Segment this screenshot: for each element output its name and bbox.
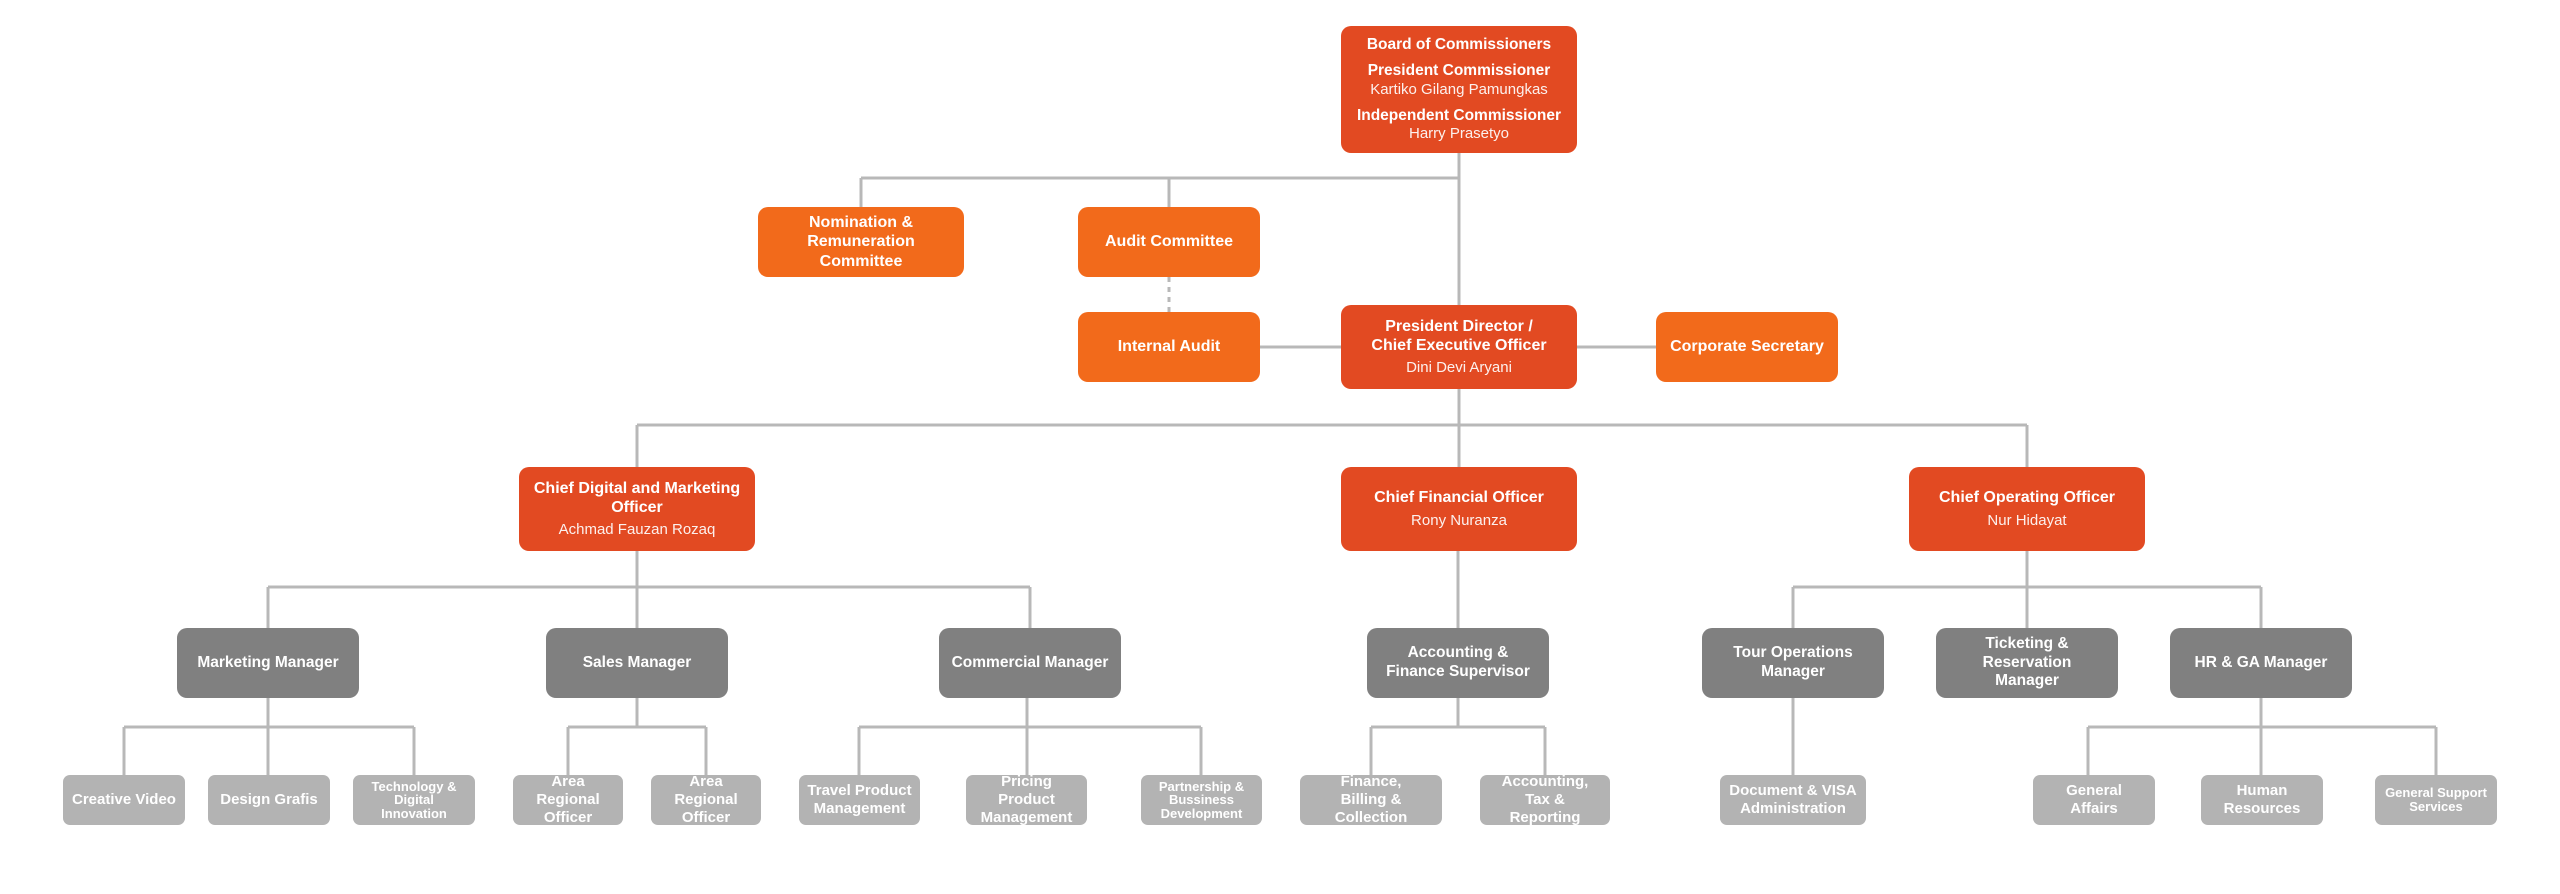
- unit-document-visa-administration-label: Document & VISA Administration: [1729, 782, 1857, 817]
- unit-general-support-services-label: General Support Services: [2385, 785, 2487, 814]
- accounting-finance-supervisor-label: Accounting & Finance Supervisor: [1386, 644, 1530, 680]
- sales-manager-label: Sales Manager: [582, 653, 692, 671]
- coo-title: Chief Operating Officer: [1938, 489, 2116, 507]
- hr-ga-manager: HR & GA Manager: [2170, 628, 2352, 698]
- marketing-manager-label: Marketing Manager: [197, 653, 339, 671]
- president-commissioner-role: President Commissioner: [1367, 62, 1551, 80]
- cfo-title: Chief Financial Officer: [1374, 489, 1544, 507]
- board-of-commissioners: Board of Commissioners President Commiss…: [1341, 26, 1577, 153]
- audit-committee: Audit Committee: [1078, 207, 1260, 277]
- president-commissioner-name: Kartiko Gilang Pamungkas: [1370, 80, 1548, 98]
- unit-travel-product-management: Travel Product Management: [799, 775, 920, 825]
- nomination-committee-label: Nomination & Remuneration Committee: [807, 214, 915, 270]
- chief-financial-officer: Chief Financial Officer Rony Nuranza: [1341, 467, 1577, 551]
- internal-audit: Internal Audit: [1078, 312, 1260, 382]
- tour-operations-manager: Tour Operations Manager: [1702, 628, 1884, 698]
- unit-technology-digital-innovation: Technology & Digital Innovation: [353, 775, 475, 825]
- accounting-finance-supervisor: Accounting & Finance Supervisor: [1367, 628, 1549, 698]
- chief-digital-marketing-officer: Chief Digital and Marketing Officer Achm…: [519, 467, 755, 551]
- commercial-manager-label: Commercial Manager: [951, 653, 1109, 671]
- unit-finance-billing-collection-label: Finance, Billing & Collection: [1334, 773, 1408, 826]
- ticketing-reservation-manager-label: Ticketing & Reservation Manager: [1982, 635, 2072, 690]
- unit-area-regional-officer-1-label: Area Regional Officer: [536, 773, 600, 826]
- audit-committee-label: Audit Committee: [1105, 233, 1233, 251]
- unit-area-regional-officer-2-label: Area Regional Officer: [674, 773, 738, 826]
- unit-technology-digital-innovation-label: Technology & Digital Innovation: [371, 778, 457, 821]
- cfo-name: Rony Nuranza: [1411, 511, 1507, 529]
- corporate-secretary-label: Corporate Secretary: [1670, 338, 1824, 356]
- independent-commissioner-role: Independent Commissioner: [1356, 106, 1562, 124]
- tour-operations-manager-label: Tour Operations Manager: [1733, 644, 1853, 680]
- unit-creative-video: Creative Video: [63, 775, 185, 825]
- unit-document-visa-administration: Document & VISA Administration: [1720, 775, 1866, 825]
- unit-partnership-business-development: Partnership & Bussiness Development: [1141, 775, 1262, 825]
- unit-general-affairs: General Affairs: [2033, 775, 2155, 825]
- unit-area-regional-officer-2: Area Regional Officer: [651, 773, 761, 826]
- unit-finance-billing-collection: Finance, Billing & Collection: [1300, 773, 1442, 826]
- unit-general-support-services: General Support Services: [2375, 775, 2497, 825]
- unit-pricing-product-management-label: Pricing Product Management: [980, 773, 1073, 826]
- sales-manager: Sales Manager: [546, 628, 728, 698]
- unit-pricing-product-management: Pricing Product Management: [966, 773, 1087, 826]
- unit-human-resources-label: Human Resources: [2223, 782, 2301, 817]
- chief-operating-officer: Chief Operating Officer Nur Hidayat: [1909, 467, 2145, 551]
- ceo-title: President Director / Chief Executive Off…: [1371, 317, 1547, 354]
- internal-audit-label: Internal Audit: [1117, 338, 1221, 356]
- cdmo-name: Achmad Fauzan Rozaq: [558, 521, 716, 539]
- marketing-manager: Marketing Manager: [177, 628, 359, 698]
- commercial-manager: Commercial Manager: [939, 628, 1121, 698]
- president-director-ceo: President Director / Chief Executive Off…: [1341, 305, 1577, 389]
- unit-design-grafis: Design Grafis: [208, 775, 330, 825]
- ceo-name: Dini Devi Aryani: [1406, 359, 1512, 377]
- unit-travel-product-management-label: Travel Product Management: [807, 782, 912, 817]
- ticketing-reservation-manager: Ticketing & Reservation Manager: [1936, 628, 2118, 698]
- unit-design-grafis-label: Design Grafis: [220, 791, 318, 808]
- coo-name: Nur Hidayat: [1987, 511, 2067, 529]
- unit-creative-video-label: Creative Video: [72, 791, 176, 808]
- unit-accounting-tax-reporting: Accounting, Tax & Reporting: [1480, 773, 1610, 826]
- board-title: Board of Commissioners: [1366, 35, 1552, 53]
- independent-commissioner-name: Harry Prasetyo: [1408, 125, 1510, 143]
- unit-human-resources: Human Resources: [2201, 775, 2323, 825]
- unit-area-regional-officer-1: Area Regional Officer: [513, 773, 623, 826]
- unit-partnership-business-development-label: Partnership & Bussiness Development: [1158, 778, 1245, 821]
- unit-general-affairs-label: General Affairs: [2066, 782, 2122, 817]
- cdmo-title: Chief Digital and Marketing Officer: [533, 479, 741, 516]
- hr-ga-manager-label: HR & GA Manager: [2194, 653, 2328, 671]
- unit-accounting-tax-reporting-label: Accounting, Tax & Reporting: [1501, 773, 1589, 826]
- nomination-remuneration-committee: Nomination & Remuneration Committee: [758, 207, 964, 277]
- corporate-secretary: Corporate Secretary: [1656, 312, 1838, 382]
